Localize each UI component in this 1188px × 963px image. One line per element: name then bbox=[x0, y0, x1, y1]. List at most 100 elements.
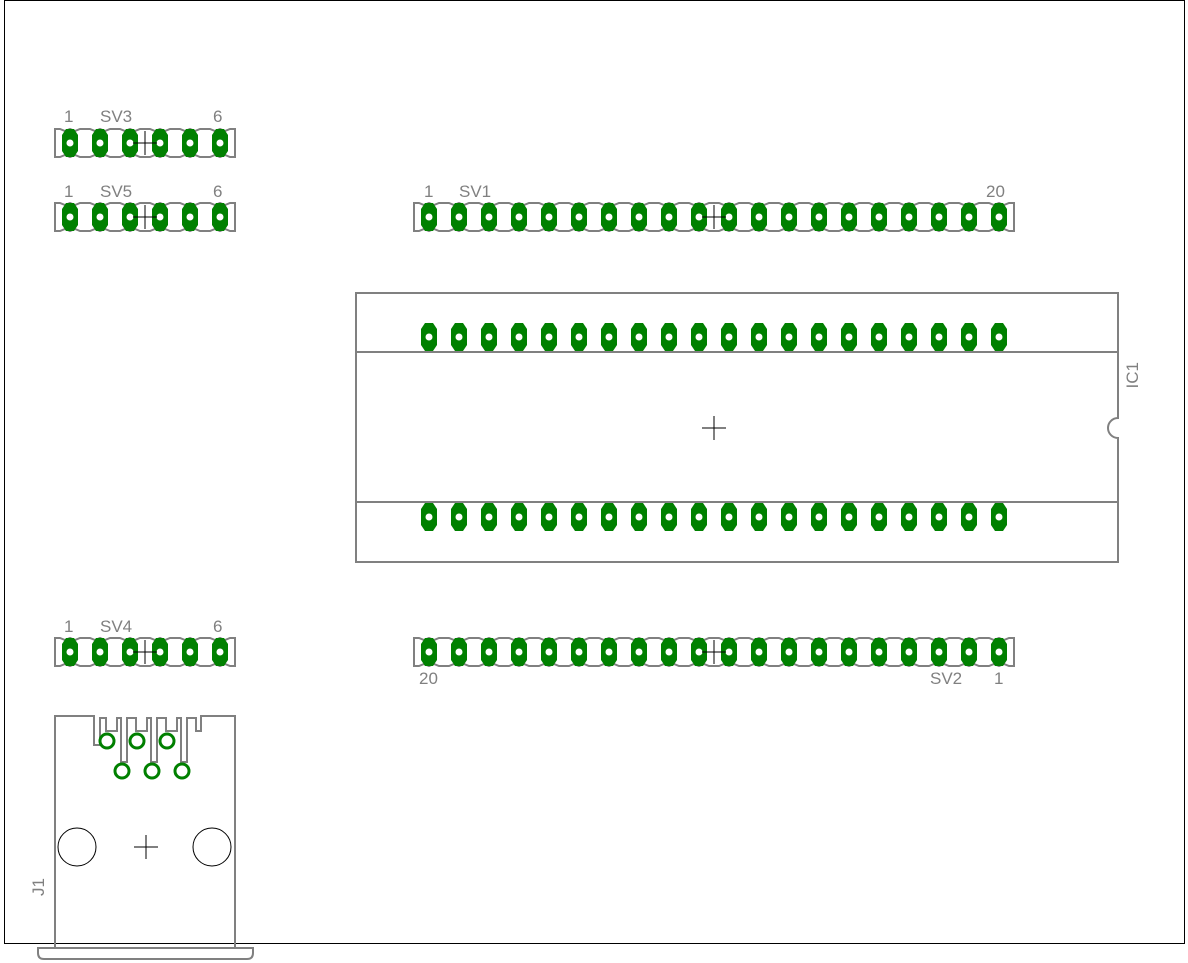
ic1-pad bbox=[571, 323, 587, 351]
sv1-pad bbox=[541, 203, 557, 231]
sv4-label: SV4 bbox=[100, 617, 132, 636]
ic1-pad bbox=[571, 503, 587, 531]
sv2-pad bbox=[931, 638, 947, 666]
ic1-pad bbox=[631, 323, 647, 351]
sv3-origin-cross-icon bbox=[133, 131, 157, 155]
sv5-pad bbox=[62, 203, 78, 231]
sv1-pad bbox=[901, 203, 917, 231]
sv1-pin1-label: 1 bbox=[424, 182, 433, 201]
sv3-pad bbox=[212, 129, 228, 157]
sv2-pad bbox=[451, 638, 467, 666]
ic1-pad bbox=[721, 503, 737, 531]
sv1-header[interactable] bbox=[413, 201, 1015, 233]
sv3-header[interactable] bbox=[54, 127, 236, 159]
sv3-label: SV3 bbox=[100, 107, 132, 126]
ic1-pad bbox=[481, 323, 497, 351]
sv1-pad bbox=[961, 203, 977, 231]
ic1-pad bbox=[841, 323, 857, 351]
sv1-pad bbox=[661, 203, 677, 231]
sv1-pad bbox=[571, 203, 587, 231]
j1-mount-hole-left bbox=[57, 827, 97, 867]
board-outline bbox=[4, 0, 1185, 944]
j1-flange bbox=[37, 947, 254, 960]
j1-pad bbox=[158, 732, 176, 750]
sv2-pin1-label: 1 bbox=[994, 669, 1003, 688]
sv5-origin-cross-icon bbox=[133, 205, 157, 229]
ic1-pad bbox=[811, 323, 827, 351]
sv4-pad bbox=[92, 638, 108, 666]
sv1-pad bbox=[811, 203, 827, 231]
sv1-pad bbox=[721, 203, 737, 231]
sv2-pin20-label: 20 bbox=[419, 669, 438, 688]
sv5-outline bbox=[54, 201, 236, 233]
sv2-pad bbox=[661, 638, 677, 666]
sv3-pad bbox=[92, 129, 108, 157]
sv3-pad bbox=[122, 129, 138, 157]
sv2-pad bbox=[421, 638, 437, 666]
j1-body bbox=[54, 715, 236, 948]
ic1-pad bbox=[601, 323, 617, 351]
sv5-pad bbox=[122, 203, 138, 231]
sv4-origin-cross-icon bbox=[133, 640, 157, 664]
sv1-pad bbox=[451, 203, 467, 231]
sv2-header[interactable] bbox=[413, 636, 1015, 668]
ic1-pad bbox=[751, 503, 767, 531]
sv3-pad bbox=[62, 129, 78, 157]
ic1-body bbox=[355, 292, 1119, 563]
sv5-pad bbox=[152, 203, 168, 231]
ic1-pad bbox=[991, 323, 1007, 351]
sv3-pad bbox=[182, 129, 198, 157]
sv3-pin6-label: 6 bbox=[213, 107, 222, 126]
j1-origin-cross-icon bbox=[134, 835, 158, 859]
ic1-pad bbox=[901, 323, 917, 351]
sv2-label: SV2 bbox=[930, 669, 962, 688]
ic1-pad bbox=[781, 503, 797, 531]
sv1-pad bbox=[991, 203, 1007, 231]
sv2-pad bbox=[811, 638, 827, 666]
sv1-pad bbox=[931, 203, 947, 231]
sv2-pad bbox=[541, 638, 557, 666]
ic1-pad bbox=[901, 503, 917, 531]
ic1-pad bbox=[541, 503, 557, 531]
sv2-pad bbox=[721, 638, 737, 666]
ic1-pad bbox=[751, 323, 767, 351]
sv4-pin6-label: 6 bbox=[213, 617, 222, 636]
sv2-origin-cross-icon bbox=[702, 640, 726, 664]
sv2-pad bbox=[871, 638, 887, 666]
sv2-pad bbox=[571, 638, 587, 666]
sv4-pad bbox=[152, 638, 168, 666]
sv4-pin1-label: 1 bbox=[64, 617, 73, 636]
ic1-pad bbox=[451, 323, 467, 351]
ic1[interactable]: IC1 bbox=[355, 292, 1142, 563]
sv5-pin1-label: 1 bbox=[64, 182, 73, 201]
sv5-pad bbox=[212, 203, 228, 231]
sv5-pad bbox=[182, 203, 198, 231]
sv5-pin6-label: 6 bbox=[213, 182, 222, 201]
ic1-pad bbox=[841, 503, 857, 531]
j1-pad bbox=[113, 762, 131, 780]
sv5-header[interactable] bbox=[54, 201, 236, 233]
ic1-pad bbox=[691, 323, 707, 351]
sv2-pad bbox=[961, 638, 977, 666]
sv4-outline bbox=[54, 636, 236, 668]
ic1-pad bbox=[721, 323, 737, 351]
ic1-pad bbox=[601, 503, 617, 531]
sv3-outline bbox=[54, 127, 236, 159]
sv1-pad bbox=[781, 203, 797, 231]
sv2-pad bbox=[631, 638, 647, 666]
sv2-pad bbox=[991, 638, 1007, 666]
j1[interactable]: J1 bbox=[29, 715, 254, 960]
sv4-pad bbox=[62, 638, 78, 666]
ic1-pad bbox=[661, 503, 677, 531]
sv2-pad bbox=[601, 638, 617, 666]
ic1-pad bbox=[781, 323, 797, 351]
j1-pad bbox=[143, 762, 161, 780]
sv3-pin1-label: 1 bbox=[64, 107, 73, 126]
sv1-pin20-label: 20 bbox=[986, 182, 1005, 201]
sv1-pad bbox=[841, 203, 857, 231]
sv4-header[interactable] bbox=[54, 636, 236, 668]
sv1-label: SV1 bbox=[459, 182, 491, 201]
ic1-pad bbox=[931, 503, 947, 531]
ic1-pad bbox=[961, 323, 977, 351]
